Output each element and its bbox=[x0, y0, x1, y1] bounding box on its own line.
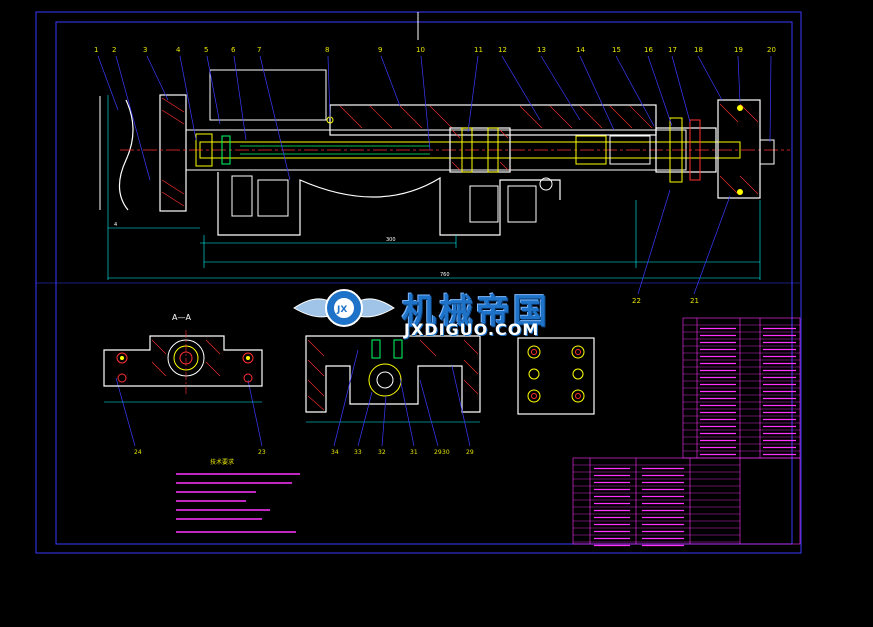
motor-block bbox=[209, 69, 327, 121]
part-number: 20 bbox=[767, 46, 776, 54]
part-number: 10 bbox=[416, 46, 425, 54]
part-number: 7 bbox=[257, 46, 261, 54]
dimension-lines bbox=[107, 95, 761, 280]
watermark-logo: JX bbox=[293, 289, 395, 327]
break-line-left bbox=[118, 99, 134, 211]
part-number: 11 bbox=[474, 46, 483, 54]
part-number: 13 bbox=[537, 46, 546, 54]
dim-label-300: 300 bbox=[386, 237, 396, 243]
part-number: 19 bbox=[734, 46, 743, 54]
part-number: 30 bbox=[442, 449, 450, 456]
part-number: 12 bbox=[498, 46, 507, 54]
part-number: 34 bbox=[331, 449, 339, 456]
part-number: 16 bbox=[644, 46, 653, 54]
part-number: 3 bbox=[143, 46, 147, 54]
middle-section-part-numbers: 34 33 32 31 29 30 29 bbox=[331, 449, 474, 456]
parts-list-text bbox=[594, 327, 796, 547]
part-number: 24 bbox=[134, 449, 142, 456]
notes-title: 技术要求 bbox=[210, 458, 234, 466]
part-number: 29 bbox=[434, 449, 442, 456]
part-number: 31 bbox=[410, 449, 418, 456]
right-flange bbox=[717, 99, 761, 199]
part-number: 14 bbox=[576, 46, 585, 54]
part-number: 1 bbox=[94, 46, 98, 54]
main-assembly-view bbox=[99, 69, 790, 236]
watermark-cn-text: 机械帝国 bbox=[402, 292, 550, 332]
section-label: A—A bbox=[172, 313, 191, 322]
part-number: 15 bbox=[612, 46, 621, 54]
technical-notes: 技术要求 bbox=[176, 458, 300, 533]
watermark-logo-text: JX bbox=[336, 305, 347, 315]
section-a-a-part-numbers: 24 23 bbox=[134, 449, 266, 456]
part-number: 23 bbox=[258, 449, 266, 456]
part-number: 18 bbox=[694, 46, 703, 54]
nut-block bbox=[449, 127, 511, 173]
parts-list-rows bbox=[573, 324, 800, 543]
upper-block bbox=[329, 104, 657, 136]
dim-label-760: 760 bbox=[440, 272, 450, 278]
part-number: 6 bbox=[231, 46, 236, 54]
leader-lines bbox=[97, 55, 772, 447]
part-number-labels-top: 1 2 3 4 5 6 7 8 9 10 11 12 13 14 15 16 1… bbox=[94, 46, 776, 54]
part-number: 5 bbox=[204, 46, 208, 54]
lower-housing bbox=[217, 172, 561, 236]
bearing-housing-right bbox=[655, 127, 717, 173]
part-number: 2 bbox=[112, 46, 116, 54]
part-number-labels-bottom: 22 21 bbox=[632, 297, 699, 305]
part-number: 29 bbox=[466, 449, 474, 456]
part-number: 17 bbox=[668, 46, 677, 54]
dim-label-4: 4 bbox=[114, 222, 117, 228]
part-number: 9 bbox=[378, 46, 382, 54]
plate-view bbox=[517, 337, 595, 415]
dimension-texts: 300 760 4 bbox=[114, 222, 450, 278]
section-view-middle bbox=[305, 335, 481, 423]
section-view-a-a: A—A bbox=[103, 313, 263, 403]
watermark-en-text: JXDIGUO.COM bbox=[404, 320, 540, 339]
part-number: 33 bbox=[354, 449, 362, 456]
part-number: 21 bbox=[690, 297, 699, 305]
part-number: 4 bbox=[176, 46, 181, 54]
part-number: 8 bbox=[325, 46, 329, 54]
part-number: 32 bbox=[378, 449, 386, 456]
part-number: 22 bbox=[632, 297, 641, 305]
